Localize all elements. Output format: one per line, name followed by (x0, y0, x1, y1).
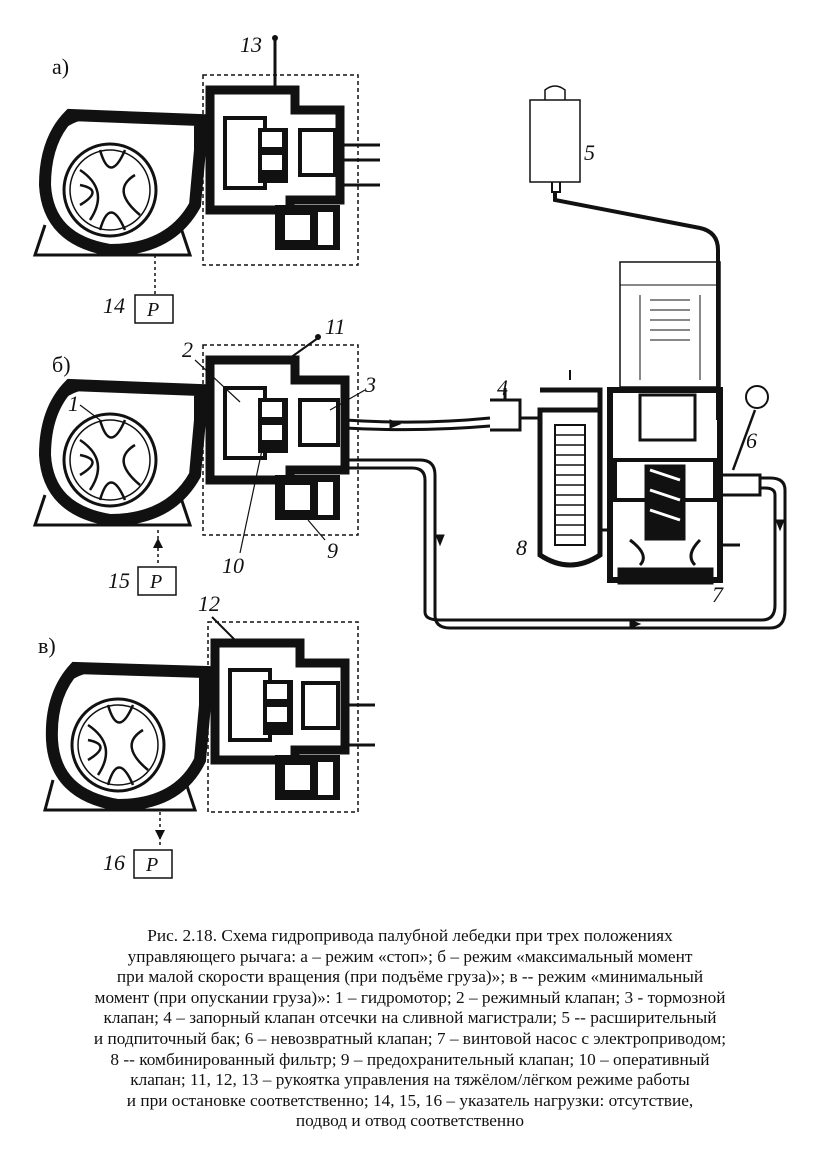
pump-unit (344, 85, 787, 630)
caption-line: клапан; 4 – запорный клапан отсечки на с… (103, 1008, 717, 1028)
label-16: 16 (103, 850, 125, 875)
panel-b: б) 11 2 1 3 10 9 (32, 314, 376, 596)
panel-label-b: б) (52, 352, 71, 377)
indicator-letter-16: P (145, 854, 158, 876)
load-indicator-16: 16 P (103, 849, 173, 879)
hydromotor-c (43, 661, 211, 812)
caption-line: подвод и отвод соответственно (295, 1111, 525, 1131)
valve-block-c (207, 621, 375, 813)
label-1: 1 (68, 391, 79, 416)
label-14: 14 (103, 293, 125, 318)
caption-line: момент (при опускании груза)»: 1 – гидро… (94, 987, 726, 1007)
label-11: 11 (325, 314, 345, 339)
load-indicator-15: 15 P (108, 566, 177, 596)
caption-line: Рис. 2.18. Схема гидропривода палубной л… (147, 926, 673, 945)
label-6: 6 (746, 428, 757, 453)
panel-label-c: в) (38, 633, 56, 658)
label-10: 10 (222, 553, 244, 578)
caption-line: 8 -- комбинированный фильтр; 9 – предохр… (110, 1049, 710, 1069)
panel-a: а) 13 14 (32, 32, 380, 324)
figure-caption: Рис. 2.18. Схема гидропривода палубной л… (14, 926, 806, 1132)
hydromotor-a (32, 108, 206, 257)
label-4: 4 (497, 375, 508, 400)
label-15: 15 (108, 568, 130, 593)
hydromotor-b (32, 378, 206, 527)
expansion-tank (529, 85, 720, 420)
label-8: 8 (516, 535, 527, 560)
label-7: 7 (712, 582, 724, 607)
panel-label-a: а) (52, 54, 69, 79)
caption-line: и подпиточный бак; 6 – невозвратный клап… (93, 1028, 727, 1048)
label-9: 9 (327, 538, 338, 563)
indicator-letter-14: P (146, 299, 159, 321)
caption-line: управляющего рычага: а – режим «стоп»; б… (127, 946, 693, 966)
label-3: 3 (364, 372, 376, 397)
valve-block-a (202, 35, 380, 266)
caption-line: при малой скорости вращения (при подъёме… (116, 967, 704, 987)
label-5: 5 (584, 140, 595, 165)
hydraulic-winch-diagram: а) 13 14 (32, 32, 787, 879)
load-indicator-14: 14 P (103, 293, 174, 324)
indicator-letter-15: P (149, 571, 162, 593)
label-12: 12 (198, 591, 220, 616)
caption-line: и при остановке соответственно; 14, 15, … (126, 1090, 694, 1110)
caption-line: клапан; 11, 12, 13 – рукоятка управления… (130, 1070, 690, 1090)
label-2: 2 (182, 337, 193, 362)
label-13: 13 (240, 32, 262, 57)
panel-c: в) 12 16 P (38, 591, 375, 879)
valve-block-b (202, 344, 359, 536)
